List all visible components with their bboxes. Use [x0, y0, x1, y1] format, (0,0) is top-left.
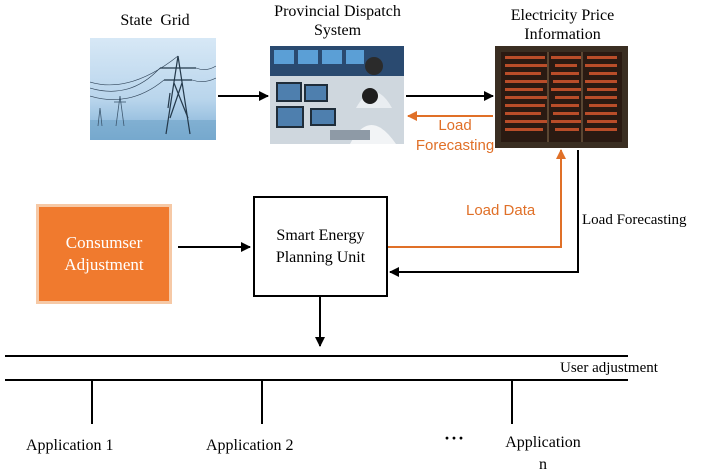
- planning-line2: Planning Unit: [275, 248, 366, 266]
- edge-label-load-data: Load Data: [466, 202, 536, 219]
- application-n-label: Application n: [488, 432, 598, 476]
- application-1-label: Application 1: [26, 437, 114, 454]
- application-n-line2: n: [539, 456, 547, 473]
- edge-label-load-forecasting-top: Load Forecasting: [400, 116, 510, 156]
- consumer-adjustment-line1: Consumser: [65, 233, 143, 252]
- smart-energy-planning-box: Smart Energy Planning Unit: [253, 196, 388, 297]
- dispatch-title: Provincial Dispatch System: [245, 2, 430, 40]
- dispatch-room-image: [270, 46, 404, 144]
- application-2-label: Application 2: [206, 437, 294, 454]
- application-n-line1: Application: [505, 434, 581, 451]
- bus-label-user-adjustment: User adjustment: [560, 360, 658, 376]
- price-title-line1: Electricity Price: [510, 7, 615, 24]
- price-title-line2: Information: [524, 26, 601, 43]
- price-title: Electricity Price Information: [480, 6, 645, 44]
- arrow-price-to-planning: [389, 150, 579, 277]
- edge-label-load-forecasting-top-line1: Load: [438, 117, 472, 134]
- arrow-planning-to-price: [387, 149, 566, 248]
- applications-ellipsis: ···: [444, 428, 466, 448]
- consumer-adjustment-box: Consumser Adjustment: [36, 204, 172, 304]
- planning-line1: Smart Energy: [276, 226, 365, 244]
- edge-label-load-forecasting-right: Load Forecasting: [582, 212, 687, 228]
- dispatch-title-line1: Provincial Dispatch: [274, 3, 401, 20]
- dispatch-title-line2: System: [313, 22, 362, 39]
- edge-label-load-forecasting-top-line2: Forecasting: [415, 137, 495, 154]
- state-grid-image: [89, 38, 217, 140]
- price-board-image: [495, 46, 628, 148]
- state-grid-title: State Grid: [120, 12, 190, 29]
- consumer-adjustment-line2: Adjustment: [64, 255, 144, 274]
